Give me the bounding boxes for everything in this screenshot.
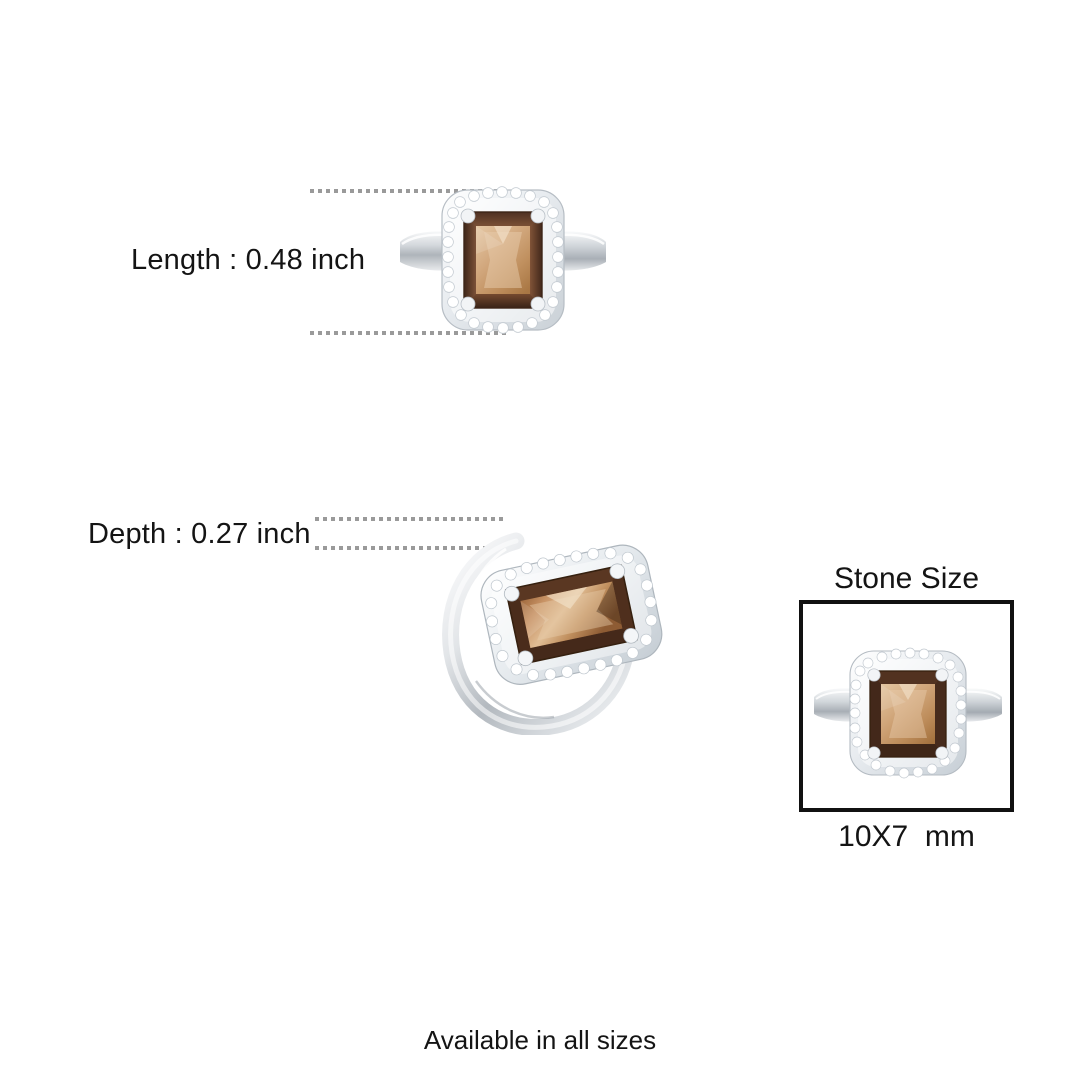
center-gemstone — [504, 564, 638, 666]
ring-band — [442, 532, 635, 735]
stone-size-value: 10X7 mm — [838, 820, 975, 853]
prongs — [503, 563, 639, 667]
center-gemstone — [463, 211, 543, 309]
depth-dimension-label: Depth : 0.27 inch — [88, 518, 311, 550]
length-leader-line-top — [310, 189, 506, 193]
length-leader-line-bottom — [310, 331, 506, 335]
prongs — [867, 668, 949, 760]
length-dimension-label: Length : 0.48 inch — [131, 244, 366, 276]
availability-note: Available in all sizes — [423, 1025, 657, 1055]
center-gemstone — [869, 670, 947, 758]
diamond-halo — [480, 544, 663, 685]
ring-top-view-image — [398, 182, 608, 342]
stone-size-ring-image — [812, 645, 1004, 780]
prongs — [460, 208, 546, 312]
depth-leader-line-bottom — [315, 546, 507, 550]
depth-leader-line-top — [315, 517, 507, 521]
ring-band — [814, 688, 1002, 722]
ring-band — [400, 231, 606, 271]
stone-size-title: Stone Size — [833, 562, 980, 595]
ring-angled-view-image — [420, 505, 680, 735]
